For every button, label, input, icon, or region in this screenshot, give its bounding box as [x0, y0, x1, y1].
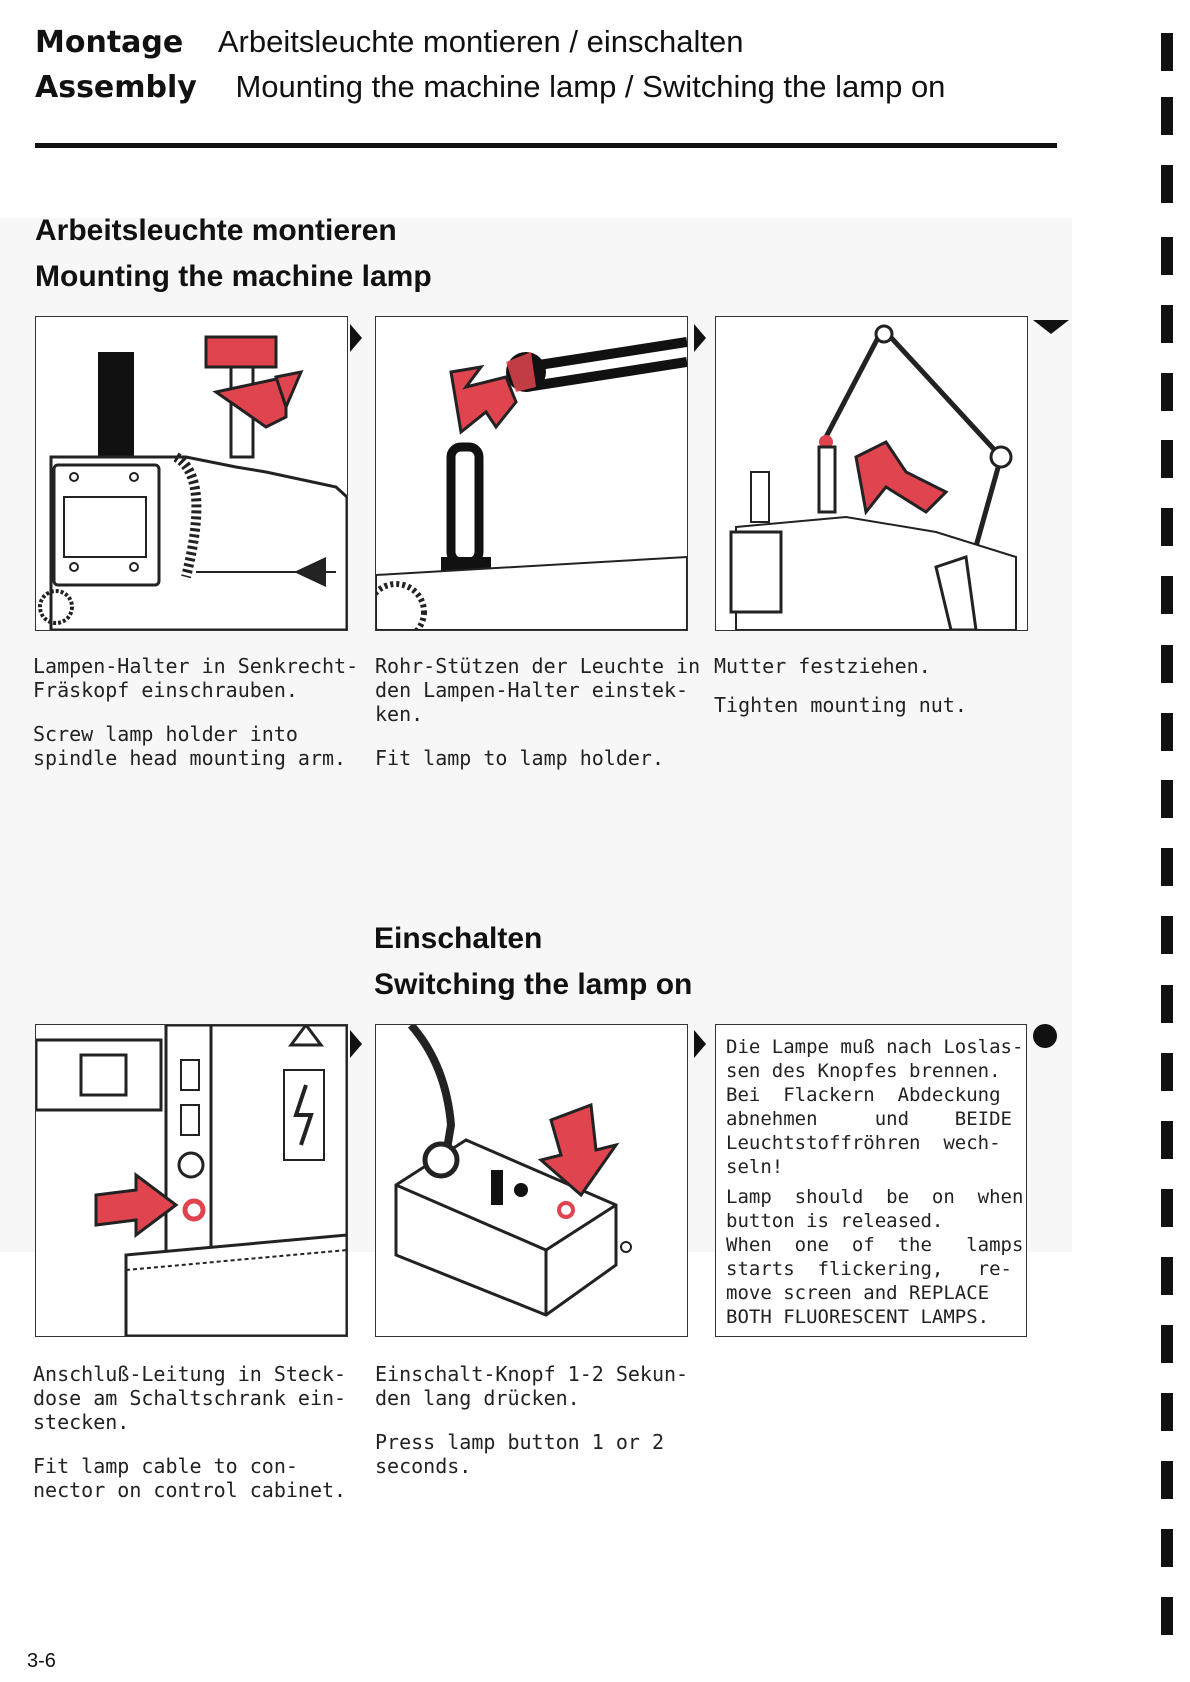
illustration-tighten-nut [715, 316, 1028, 631]
step3-caption-en: Tighten mounting nut. [714, 693, 967, 717]
edge-bar [1161, 440, 1173, 478]
illustration-screw-holder [35, 316, 348, 631]
edge-bar [1161, 645, 1173, 683]
edge-bar [1161, 1189, 1173, 1227]
edge-bar [1161, 1529, 1173, 1567]
arrow-right-marker-icon [350, 1030, 362, 1058]
step5-caption-de: Einschalt-Knopf 1-2 Sekun- den lang drüc… [375, 1362, 689, 1410]
step4-caption-de: Anschluß-Leitung in Steck- dose am Schal… [33, 1362, 347, 1434]
edge-bar [1161, 33, 1173, 71]
edge-bar [1161, 985, 1173, 1023]
illustration-fit-lamp [375, 316, 688, 631]
page-number: 3-6 [27, 1650, 56, 1672]
edge-bar [1161, 1121, 1173, 1159]
section2-title-de: Einschalten [374, 922, 543, 955]
edge-bar [1161, 848, 1173, 886]
edge-bar [1161, 373, 1173, 411]
edge-bar [1161, 1257, 1173, 1295]
edge-bar [1161, 780, 1173, 818]
header-en: Assembly Mounting the machine lamp / Swi… [35, 69, 945, 106]
illustration-press-button [375, 1024, 688, 1337]
arrow-down-marker-icon [1033, 320, 1069, 334]
step1-caption-en: Screw lamp holder into spindle head moun… [33, 722, 347, 770]
note-box: Die Lampe muß nach Loslas- sen des Knopf… [715, 1024, 1027, 1337]
edge-bar [1161, 1461, 1173, 1499]
step2-caption-en: Fit lamp to lamp holder. [375, 746, 664, 770]
edge-bar [1161, 237, 1173, 275]
section1-title-de: Arbeitsleuchte montieren [35, 214, 397, 247]
edge-bar [1161, 165, 1173, 203]
step4-caption-en: Fit lamp cable to con- nector on control… [33, 1454, 347, 1502]
step3-caption-de: Mutter festziehen. [714, 654, 931, 678]
edge-bar [1161, 1393, 1173, 1431]
edge-bar [1161, 1597, 1173, 1635]
arrow-right-marker-icon [350, 324, 362, 352]
edge-bar [1161, 1325, 1173, 1363]
header-en-title: Mounting the machine lamp / Switching th… [235, 69, 946, 104]
header-en-label: Assembly [35, 70, 197, 105]
step2-caption-de: Rohr-Stützen der Leuchte in den Lampen-H… [375, 654, 701, 726]
bullet-marker-icon [1033, 1024, 1057, 1048]
arrow-right-marker-icon [694, 324, 706, 352]
header-de-label: Montage [35, 25, 184, 60]
step5-caption-en: Press lamp button 1 or 2 seconds. [375, 1430, 664, 1478]
step1-caption-de: Lampen-Halter in Senkrecht- Fräskopf ein… [33, 654, 359, 702]
section1-title-en: Mounting the machine lamp [35, 260, 432, 293]
edge-bar [1161, 713, 1173, 751]
edge-bar [1161, 97, 1173, 135]
illustration-plug-cable [35, 1024, 348, 1337]
header-de-title: Arbeitsleuchte montieren / einschalten [217, 24, 744, 59]
note-en: Lamp should be on when button is release… [726, 1186, 1024, 1328]
edge-bar [1161, 576, 1173, 614]
edge-bar [1161, 1053, 1173, 1091]
edge-bar [1161, 305, 1173, 343]
header-de: Montage Arbeitsleuchte montieren / einsc… [35, 24, 743, 61]
edge-bar [1161, 916, 1173, 954]
header-rule [35, 143, 1057, 148]
section2-title-en: Switching the lamp on [374, 968, 693, 1001]
arrow-right-marker-icon [694, 1030, 706, 1058]
note-de: Die Lampe muß nach Loslas- sen des Knopf… [726, 1036, 1024, 1178]
edge-bar [1161, 508, 1173, 546]
